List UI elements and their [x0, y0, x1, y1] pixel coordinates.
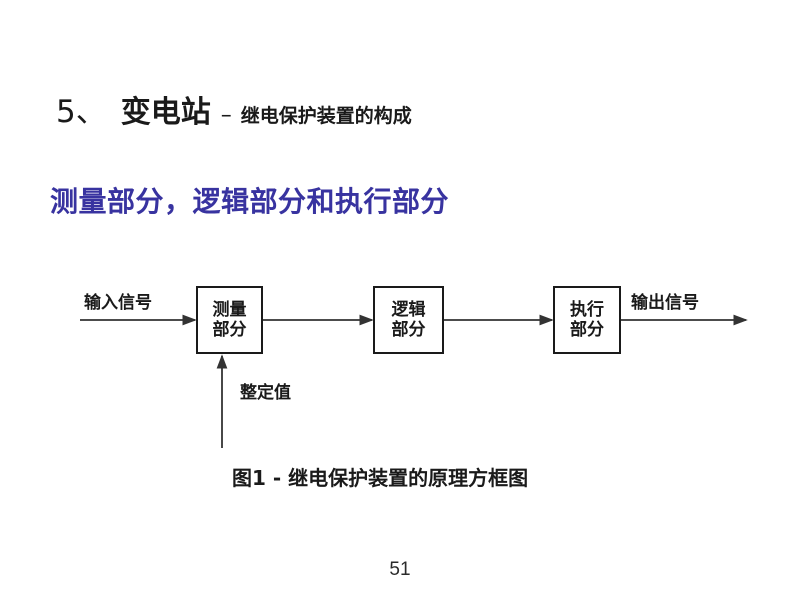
- block-execute-line2: 部分: [570, 320, 604, 340]
- title-number: 5、: [56, 94, 107, 130]
- block-execute-line1: 执行: [570, 299, 604, 320]
- title-main: 变电站: [120, 95, 211, 130]
- label-output-signal: 输出信号: [631, 293, 699, 313]
- block-logic: 逻辑 部分: [373, 286, 444, 354]
- block-logic-line1: 逻辑: [391, 299, 426, 320]
- page-number: 51: [389, 559, 411, 580]
- title-dash: –: [220, 103, 232, 128]
- block-logic-line2: 部分: [391, 320, 426, 340]
- page-title: 5、 变电站 – 继电保护装置的构成: [56, 86, 412, 131]
- title-subtitle: 继电保护装置的构成: [240, 105, 412, 127]
- section-subtitle: 测量部分，逻辑部分和执行部分: [50, 185, 450, 218]
- block-measure: 测量 部分: [196, 286, 263, 354]
- block-execute: 执行 部分: [553, 286, 621, 354]
- label-setting-value: 整定值: [240, 383, 291, 403]
- block-measure-line2: 部分: [212, 320, 247, 340]
- figure-caption: 图1 - 继电保护装置的原理方框图: [232, 466, 529, 490]
- block-measure-line1: 测量: [212, 299, 247, 320]
- label-input-signal: 输入信号: [84, 293, 152, 313]
